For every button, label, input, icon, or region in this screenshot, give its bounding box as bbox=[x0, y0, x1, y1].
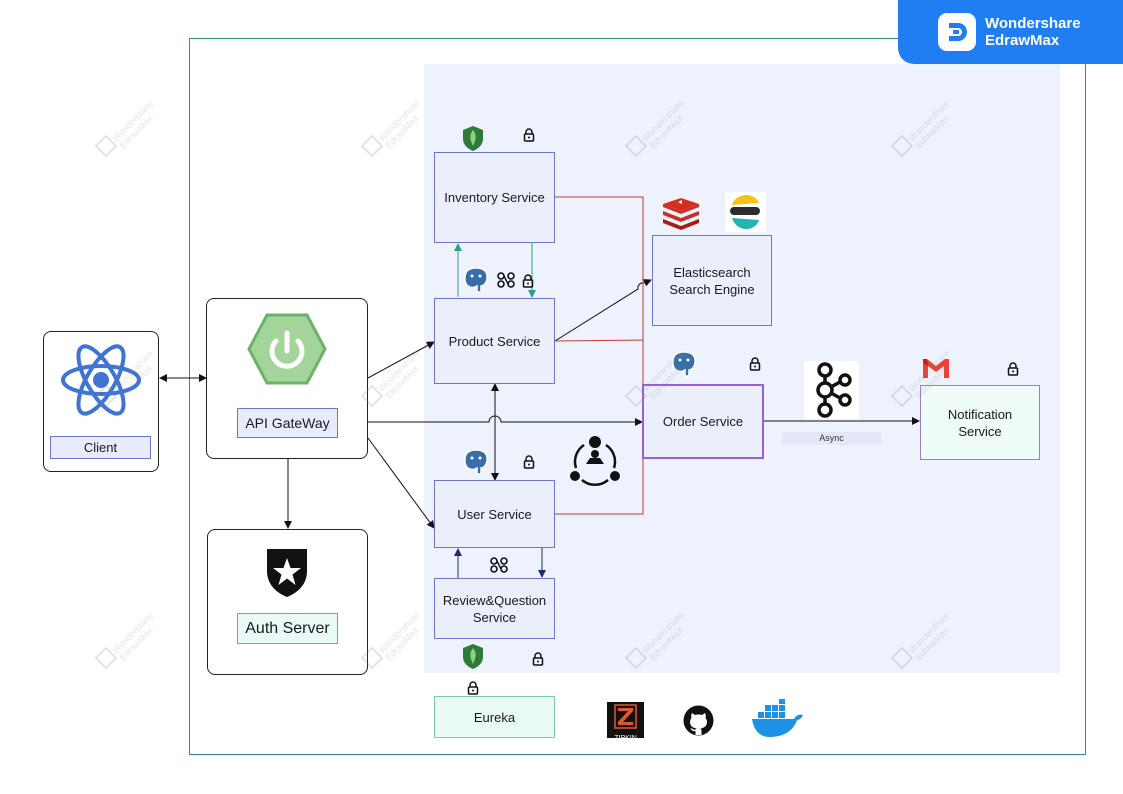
link-user-order bbox=[555, 459, 644, 515]
brand-line-2: EdrawMax bbox=[985, 32, 1060, 49]
kafka-icon bbox=[804, 361, 859, 419]
lock-icon bbox=[467, 681, 479, 695]
async-label: Async bbox=[782, 432, 881, 445]
zipkin-mark-icon bbox=[614, 704, 637, 729]
api-gateway-label: API GateWay bbox=[237, 408, 338, 438]
config-icon bbox=[490, 557, 508, 573]
auth0-icon bbox=[267, 549, 307, 597]
brand-name: Wondershare EdrawMax bbox=[985, 15, 1081, 49]
eureka-server[interactable]: Eureka bbox=[434, 696, 555, 738]
postgresql-icon bbox=[672, 351, 696, 377]
zipkin-label: ZIPKIN bbox=[614, 735, 637, 742]
link-gateway-order bbox=[368, 415, 643, 426]
user-service[interactable]: User Service bbox=[434, 480, 555, 548]
config-icon bbox=[497, 272, 515, 288]
discovery-icon bbox=[570, 436, 620, 487]
lock-icon bbox=[523, 455, 535, 469]
inventory-service[interactable]: Inventory Service bbox=[434, 152, 555, 243]
postgresql-icon bbox=[464, 449, 488, 475]
lock-icon bbox=[522, 274, 534, 288]
brand-line-1: Wondershare bbox=[985, 15, 1081, 32]
brand-badge[interactable]: Wondershare EdrawMax bbox=[898, 0, 1123, 64]
client-label: Client bbox=[50, 436, 151, 459]
lock-icon bbox=[523, 128, 535, 142]
link-gateway-user bbox=[367, 437, 435, 529]
link-gateway-product bbox=[367, 341, 435, 379]
diagram-frame bbox=[189, 38, 1086, 755]
review-question-service[interactable]: Review&Question Service bbox=[434, 578, 555, 639]
product-service[interactable]: Product Service bbox=[434, 298, 555, 384]
docker-icon bbox=[752, 699, 803, 737]
lock-icon bbox=[1007, 362, 1019, 376]
github-icon bbox=[683, 705, 714, 736]
elasticsearch-engine[interactable]: Elasticsearch Search Engine bbox=[652, 235, 772, 326]
zipkin-icon: ZIPKIN bbox=[607, 702, 644, 742]
postgresql-icon bbox=[464, 267, 488, 293]
gmail-icon bbox=[923, 359, 949, 378]
mongodb-icon bbox=[463, 126, 483, 151]
lock-icon bbox=[749, 357, 761, 371]
lock-icon bbox=[532, 652, 544, 666]
spring-boot-icon bbox=[247, 313, 327, 385]
link-product-order bbox=[554, 339, 644, 342]
notification-service[interactable]: Notification Service bbox=[920, 385, 1040, 460]
link-inventory-order bbox=[555, 196, 644, 384]
order-service[interactable]: Order Service bbox=[642, 384, 764, 459]
edrawmax-logo-icon bbox=[938, 13, 976, 51]
redis-icon bbox=[663, 198, 699, 230]
react-icon bbox=[61, 344, 141, 416]
elastic-icon bbox=[725, 192, 766, 232]
auth-server-label: Auth Server bbox=[237, 613, 338, 644]
link-product-elastic bbox=[554, 279, 652, 342]
mongodb-icon bbox=[463, 644, 483, 669]
